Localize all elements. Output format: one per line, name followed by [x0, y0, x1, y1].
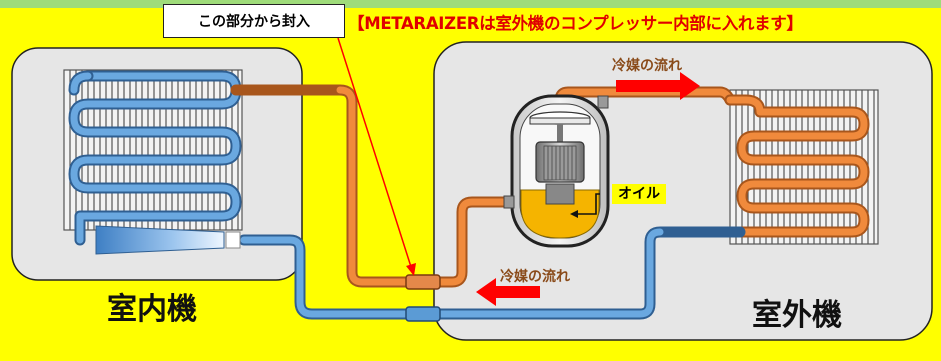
oil-pointer-arrow [578, 193, 600, 215]
injection-point-callout: この部分から封入 [163, 4, 345, 38]
indoor-coil-fins [63, 69, 243, 231]
oil-sump [520, 189, 600, 239]
service-valve-hot [405, 274, 441, 290]
oil-label: オイル [612, 184, 666, 204]
service-valve-cold [405, 306, 441, 322]
flow-label-top: 冷媒の流れ [612, 58, 682, 74]
liquid-line-pipe [240, 236, 416, 318]
top-band [0, 0, 941, 8]
callout-pointer-line [337, 37, 413, 271]
flow-label-bottom: 冷媒の流れ [500, 269, 570, 285]
compressor [503, 94, 610, 248]
indoor-unit-label: 室内機 [107, 292, 197, 327]
indoor-coil-pipe-fill [70, 72, 240, 244]
outdoor-unit-label: 室外機 [752, 298, 842, 333]
compressor-inlet-pipe [434, 198, 516, 286]
expansion-valve [95, 225, 241, 255]
flow-arrow-left [476, 278, 540, 306]
headline: 【METARAIZERは室外機のコンプレッサー内部に入れます】 [348, 14, 803, 33]
flow-arrow-right [616, 72, 700, 100]
outdoor-to-indoor-cold-pipe [434, 228, 664, 318]
outdoor-coil-pipe [726, 96, 868, 236]
callout-pointer-head [406, 263, 416, 276]
